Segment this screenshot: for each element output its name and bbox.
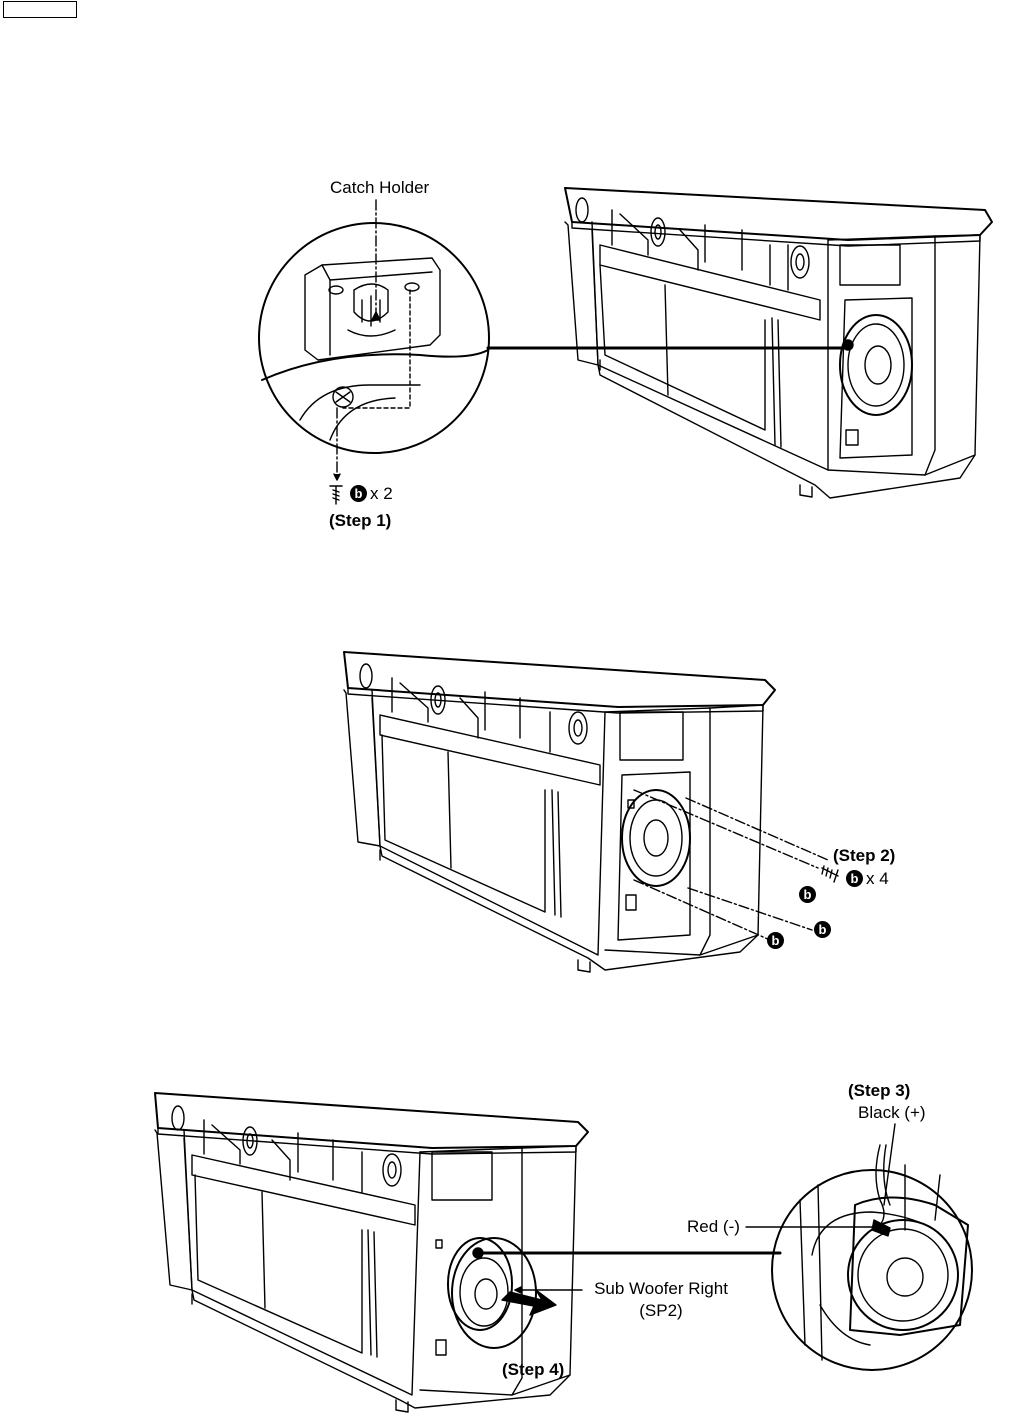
step2-quantity: x 4 [866,869,889,888]
step3-label: (Step 3) [848,1081,911,1100]
screw-icon [329,485,343,505]
pull-arrow-icon [501,1289,557,1316]
screw-b-badge-icon: b [814,921,831,938]
step1-label: (Step 1) [329,511,392,530]
screw-b-badge-icon: b [767,932,784,949]
page-tag-box [3,1,77,18]
screw-b-badge-icon: b [350,485,367,502]
figure3-cabinet [154,1092,589,1413]
step4-label: (Step 4) [502,1360,565,1379]
figure1-zoom-detail [258,199,850,505]
figure2-cabinet [343,651,776,973]
sub-woofer-code: (SP2) [639,1301,683,1320]
black-wire-label: Black (+) [858,1103,926,1122]
screw-b-badge-icon: b [799,886,816,903]
sub-woofer-name: Sub Woofer Right [594,1279,728,1298]
figure3-zoom-detail [476,1123,973,1371]
figure1-cabinet [564,187,993,499]
step2-label: (Step 2) [833,846,896,865]
catch-holder-label: Catch Holder [330,178,430,197]
figure2-screw-paths [633,789,839,941]
red-wire-label: Red (-) [687,1217,740,1236]
step1-quantity: x 2 [370,484,393,503]
screw-icon [821,865,839,883]
screw-b-badge-icon: b [846,870,863,887]
